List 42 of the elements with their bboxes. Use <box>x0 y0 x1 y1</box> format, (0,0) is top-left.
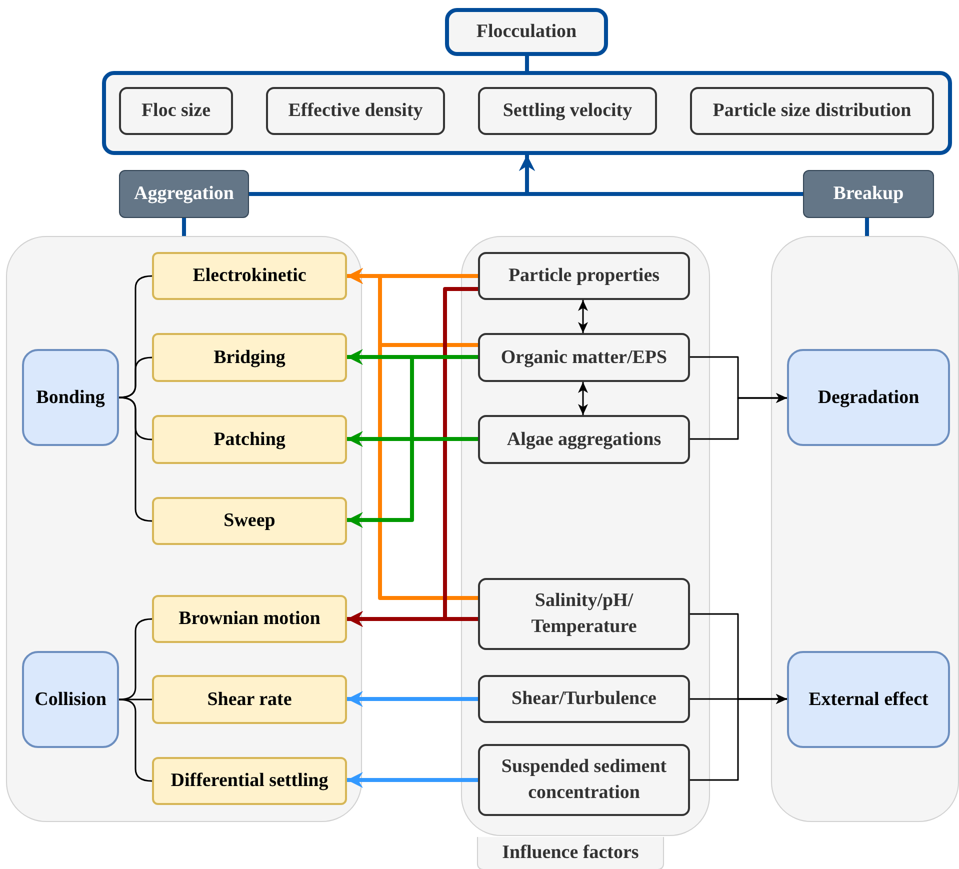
connector-line <box>118 356 152 398</box>
header-box: Aggregation <box>119 170 249 218</box>
connector-line <box>525 56 529 71</box>
panel-title: Influence factors <box>477 837 664 869</box>
panel-background <box>771 236 959 822</box>
mechanism-box: Shear rate <box>152 675 347 724</box>
connector-line <box>118 396 152 522</box>
category-box: External effect <box>787 651 950 748</box>
mechanism-box: Sweep <box>152 497 347 545</box>
factor-box: Organic matter/EPS <box>478 333 690 382</box>
category-box: Degradation <box>787 349 950 446</box>
mechanism-box: Electrokinetic <box>152 252 347 300</box>
factor-box: Settling velocity <box>478 87 657 135</box>
mechanism-box: Patching <box>152 415 347 464</box>
arrow <box>578 382 588 415</box>
factor-box: Salinity/pH/ Temperature <box>478 578 690 650</box>
frame-box <box>102 71 952 155</box>
arrow <box>578 300 588 333</box>
arrow <box>347 772 478 788</box>
category-box: Collision <box>22 651 119 748</box>
panel-background <box>6 236 362 822</box>
arrow <box>347 431 478 447</box>
category-box: Bonding <box>22 349 119 446</box>
mechanism-box: Differential settling <box>152 757 347 805</box>
factor-box: Particle properties <box>478 252 690 300</box>
factor-box: Effective density <box>266 87 445 135</box>
factor-box: Floc size <box>119 87 233 135</box>
connector-line <box>118 698 152 782</box>
factor-box: Shear/Turbulence <box>478 675 690 723</box>
factor-box: Suspended sediment concentration <box>478 744 690 816</box>
connector-line <box>865 218 869 236</box>
connector-line <box>182 218 186 236</box>
arrow <box>690 393 787 440</box>
mechanism-box: Bridging <box>152 333 347 382</box>
factor-box: Algae aggregations <box>478 415 690 464</box>
frame-box: Flocculation <box>445 8 608 56</box>
connector-line <box>118 618 152 700</box>
arrow <box>347 691 478 707</box>
header-box: Breakup <box>803 170 934 218</box>
mechanism-box: Brownian motion <box>152 595 347 643</box>
arrow <box>690 694 787 781</box>
factor-box: Particle size distribution <box>690 87 934 135</box>
